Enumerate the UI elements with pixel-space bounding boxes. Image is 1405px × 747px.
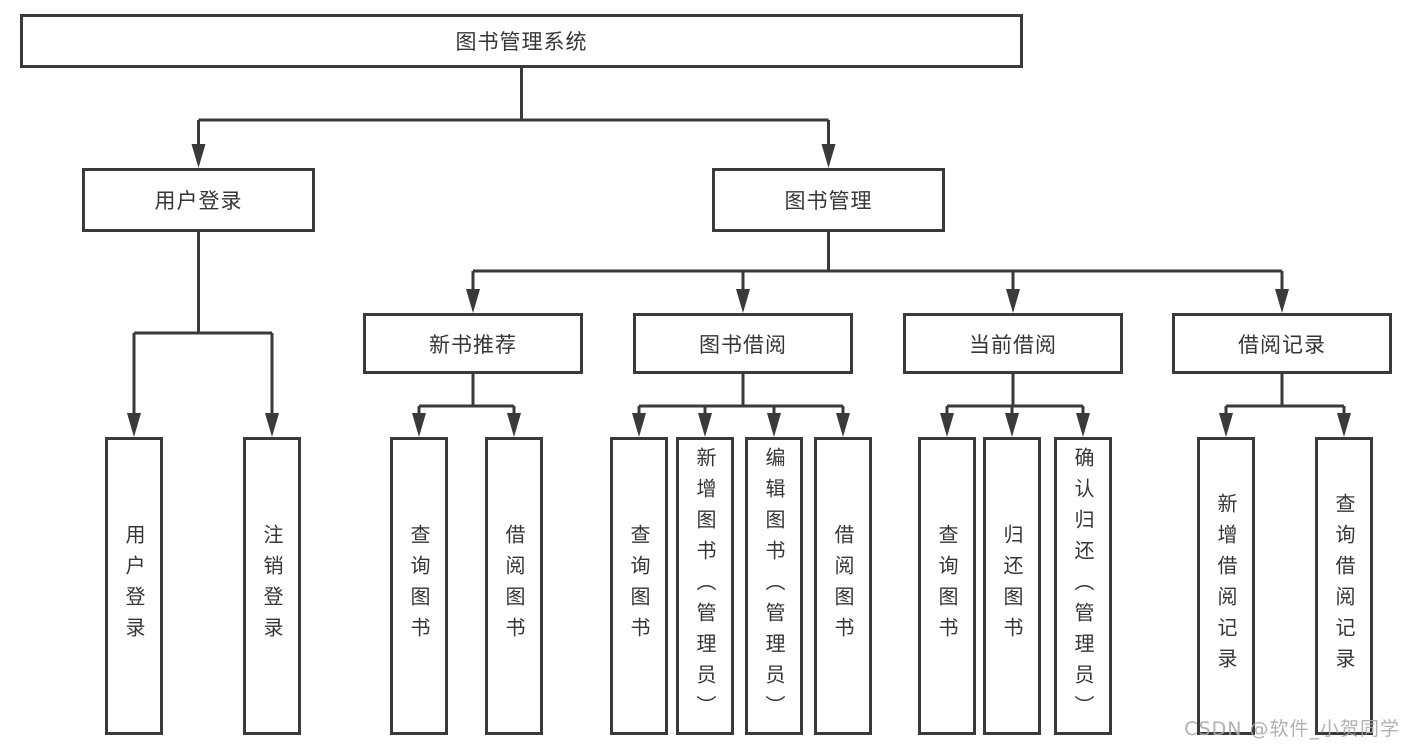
node-label: 图书管理 <box>784 189 873 213</box>
node-new-book-recommend: 新书推荐 <box>363 313 583 374</box>
node-label: 借阅记录 <box>1238 332 1326 357</box>
leaf-label: 新增图书（管理员） <box>693 446 717 726</box>
node-label: 用户登录 <box>154 189 243 213</box>
node-label: 图书管理系统 <box>455 30 588 54</box>
leaf-add-book-admin: 新增图书（管理员） <box>676 437 734 735</box>
leaf-label: 查询图书 <box>407 524 431 648</box>
leaf-label: 编辑图书（管理员） <box>762 446 786 726</box>
leaf-label: 借阅图书 <box>831 524 855 648</box>
node-borrowing-records: 借阅记录 <box>1172 313 1392 374</box>
leaf-logout: 注销登录 <box>243 437 301 735</box>
arrowheads <box>127 144 1351 437</box>
leaf-borrow-books-borrowing: 借阅图书 <box>814 437 872 735</box>
node-book-management: 图书管理 <box>712 168 945 232</box>
leaf-borrow-books-recommend: 借阅图书 <box>485 437 543 735</box>
watermark: CSDN @软件_小贺同学 <box>1184 718 1400 740</box>
leaf-label: 借阅图书 <box>502 524 526 648</box>
node-label: 新书推荐 <box>429 332 517 357</box>
leaf-label: 注销登录 <box>260 524 284 648</box>
leaf-edit-book-admin: 编辑图书（管理员） <box>745 437 803 735</box>
node-label: 当前借阅 <box>969 332 1057 357</box>
leaf-label: 查询图书 <box>627 524 651 648</box>
node-current-borrowing: 当前借阅 <box>903 313 1123 374</box>
leaf-label: 用户登录 <box>122 524 146 648</box>
node-library-management-system: 图书管理系统 <box>20 14 1023 68</box>
connector-path <box>132 68 1346 419</box>
leaf-label: 查询图书 <box>935 524 959 648</box>
leaf-return-book: 归还图书 <box>983 437 1041 735</box>
node-user-login: 用户登录 <box>82 168 315 232</box>
leaf-query-books-recommend: 查询图书 <box>390 437 448 735</box>
leaf-label: 确认归还（管理员） <box>1071 446 1095 726</box>
leaf-add-borrow-record: 新增借阅记录 <box>1197 437 1255 735</box>
leaf-label: 查询借阅记录 <box>1332 493 1356 679</box>
leaf-query-books-borrowing: 查询图书 <box>610 437 668 735</box>
leaf-label: 新增借阅记录 <box>1214 493 1238 679</box>
leaf-user-login: 用户登录 <box>105 437 163 735</box>
node-label: 图书借阅 <box>699 332 787 357</box>
node-book-borrowing: 图书借阅 <box>633 313 853 374</box>
leaf-label: 归还图书 <box>1000 524 1024 648</box>
leaf-query-borrow-record: 查询借阅记录 <box>1315 437 1373 735</box>
leaf-confirm-return-admin: 确认归还（管理员） <box>1054 437 1112 735</box>
leaf-query-books-current: 查询图书 <box>918 437 976 735</box>
